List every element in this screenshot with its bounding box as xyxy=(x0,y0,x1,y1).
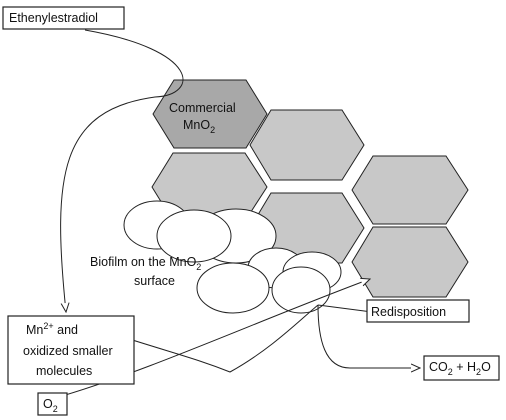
cell xyxy=(271,266,331,314)
biofilm-cells xyxy=(123,200,342,314)
products-label-line1: Mn2+ and xyxy=(26,321,78,337)
biofilm-label-line1: Biofilm on the MnO2 xyxy=(90,255,201,272)
hexagon-grid xyxy=(151,79,469,298)
products-box xyxy=(7,315,135,385)
hexagon xyxy=(351,155,469,225)
oxygen-box xyxy=(37,392,68,416)
arrow-to-products xyxy=(60,29,184,312)
commercial-label-line1: Commercial xyxy=(169,101,236,115)
final-products-label: CO2 + H2O xyxy=(429,360,491,377)
source-label: Ethenylestradiol xyxy=(9,11,98,25)
final-products-box xyxy=(423,355,500,381)
biofilm-label-line2: surface xyxy=(134,274,175,288)
hexagon xyxy=(351,226,469,298)
products-label-line3: molecules xyxy=(36,364,92,378)
oxygen-label: O2 xyxy=(43,397,58,414)
cell xyxy=(196,262,270,314)
redisposition-box xyxy=(366,299,470,323)
redisposition-label: Redisposition xyxy=(371,305,446,319)
line-surface-to-redisposition xyxy=(317,304,373,313)
products-label-line2: oxidized smaller xyxy=(23,344,113,358)
arrow-to-co2-h2o xyxy=(317,304,420,368)
hexagon-commercial xyxy=(152,79,268,149)
commercial-label-line2: MnO2 xyxy=(183,118,215,135)
hexagon xyxy=(249,109,365,181)
cell xyxy=(156,209,232,263)
line-products-to-surface xyxy=(125,304,319,373)
source-box xyxy=(2,6,125,30)
